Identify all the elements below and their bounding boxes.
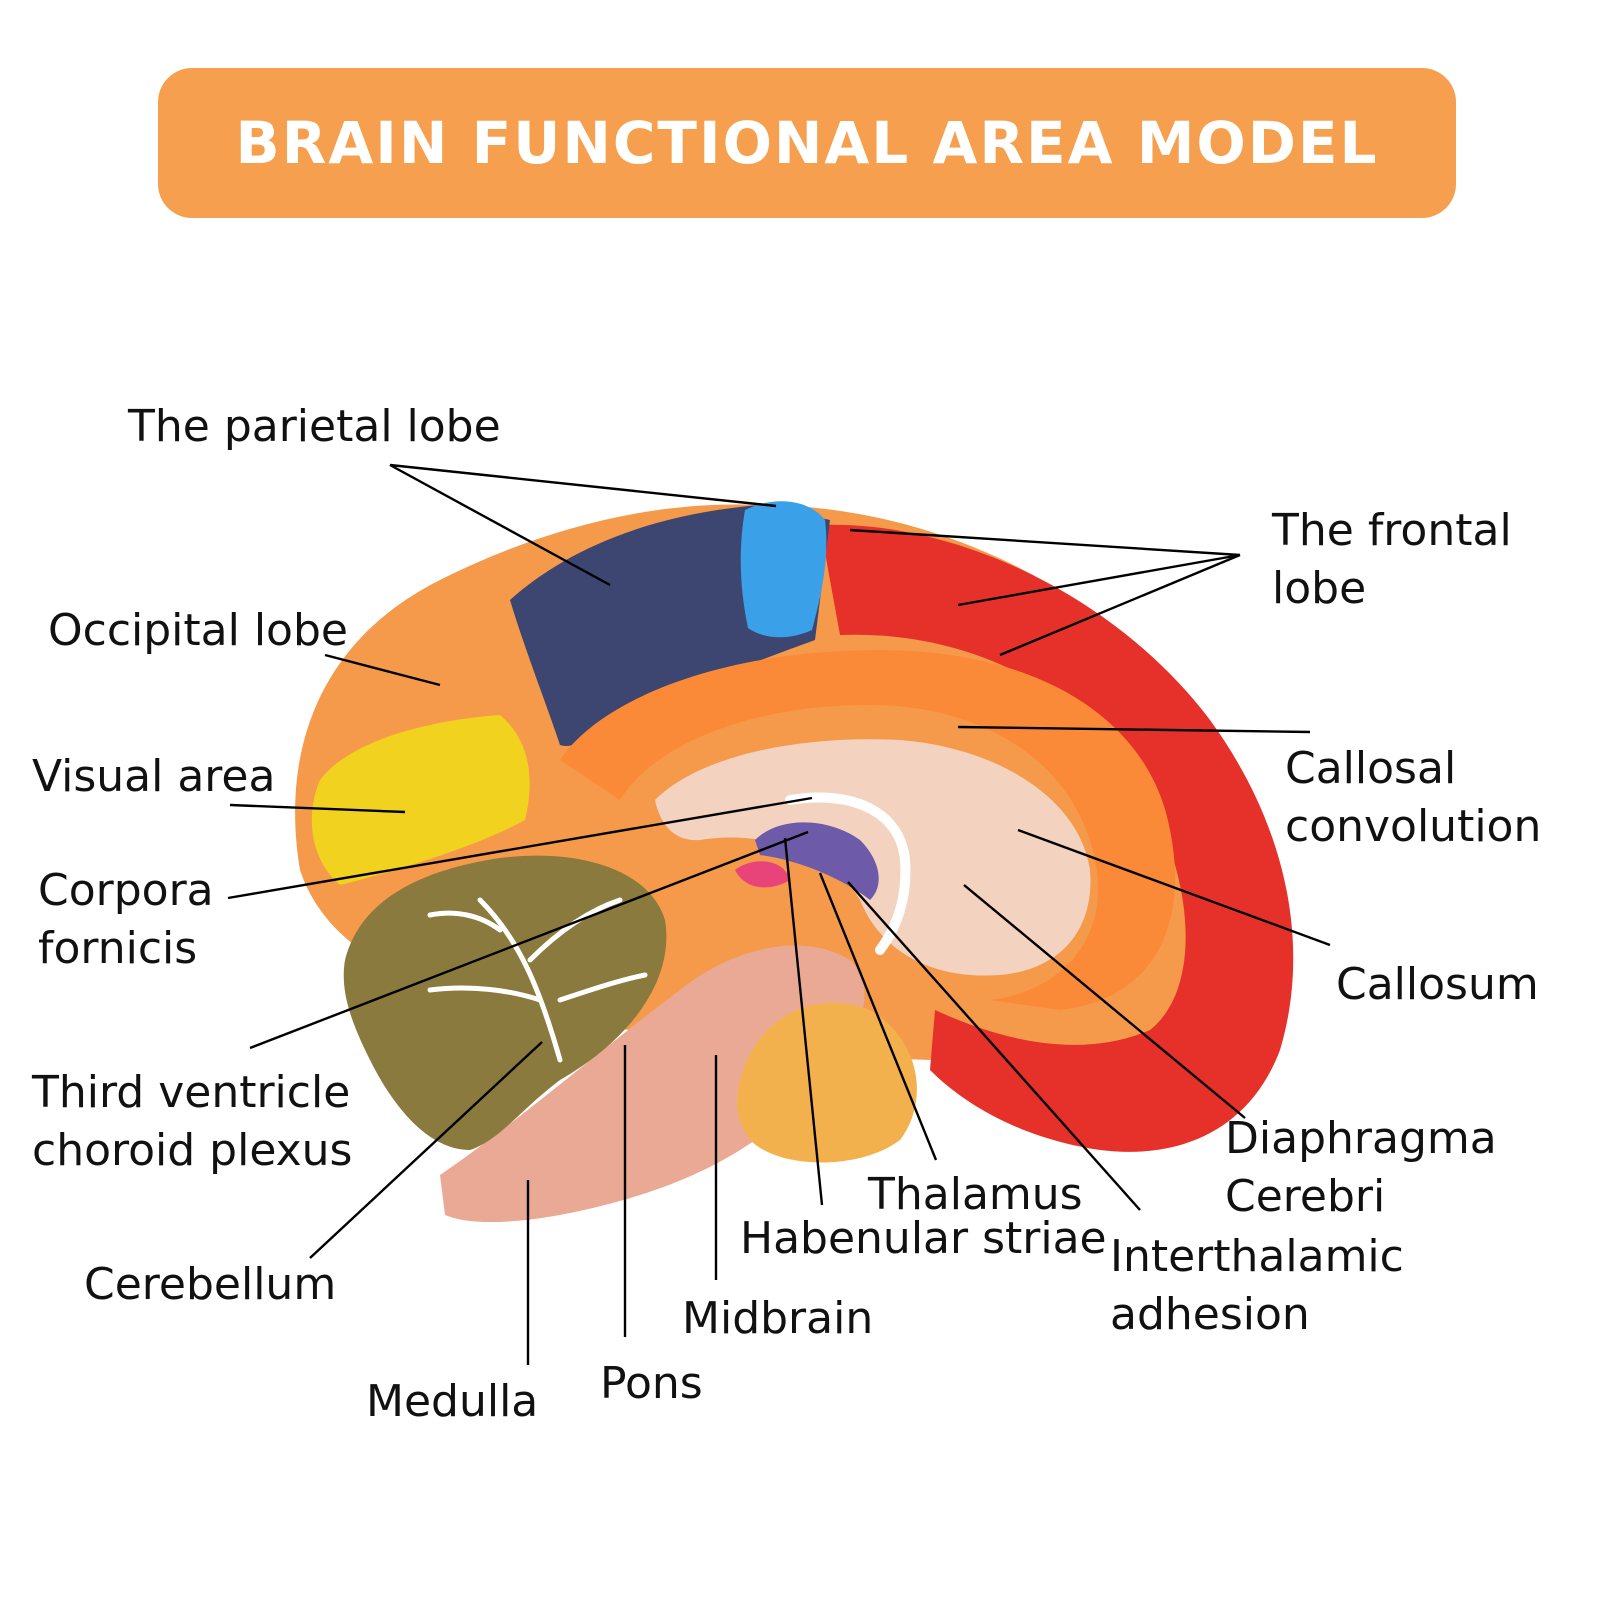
choroid-detail	[735, 861, 790, 888]
label-midbrain: Midbrain	[682, 1293, 874, 1344]
title-banner: BRAIN FUNCTIONAL AREA MODEL	[158, 68, 1456, 218]
label-visual-area: Visual area	[32, 751, 276, 802]
cerebellum-region	[343, 855, 667, 1150]
label-diaphragma-cerebri-line1: Diaphragma	[1225, 1113, 1497, 1164]
callosal-convolution-region	[560, 650, 1176, 1010]
fornix-detail	[785, 792, 911, 955]
frontal-lobe-region	[820, 524, 1294, 1152]
page-title: BRAIN FUNCTIONAL AREA MODEL	[235, 109, 1379, 177]
label-frontal-lobe-line2: lobe	[1272, 563, 1367, 614]
label-pons: Pons	[600, 1358, 703, 1409]
label-medulla: Medulla	[366, 1376, 539, 1427]
label-corpora-fornicis-line2: fornicis	[38, 923, 198, 974]
brainstem-region	[440, 945, 865, 1223]
arbor-vitae	[427, 897, 648, 1063]
label-parietal-lobe: The parietal lobe	[128, 401, 501, 452]
label-occipital-lobe: Occipital lobe	[48, 605, 348, 656]
label-interthalamic-adhesion-line1: Interthalamic	[1110, 1231, 1404, 1282]
label-corpora-fornicis-line1: Corpora	[38, 865, 214, 916]
label-callosum: Callosum	[1336, 959, 1539, 1010]
label-habenular-striae: Habenular striae	[740, 1213, 1107, 1264]
label-interthalamic-adhesion-line2: adhesion	[1110, 1289, 1310, 1340]
label-third-ventricle-line1: Third ventricle	[32, 1067, 351, 1118]
label-callosal-convolution-line1: Callosal	[1285, 743, 1457, 794]
label-cerebellum: Cerebellum	[84, 1259, 337, 1310]
label-thalamus: Thalamus	[868, 1169, 1083, 1220]
parietal-accent-region	[740, 501, 827, 638]
visual-area-region	[311, 715, 530, 885]
label-callosal-convolution-line2: convolution	[1285, 801, 1542, 852]
leader-lines	[227, 463, 1331, 1365]
label-third-ventricle-line2: choroid plexus	[32, 1125, 353, 1176]
label-frontal-lobe-line1: The frontal	[1272, 505, 1512, 556]
label-diaphragma-cerebri-line2: Cerebri	[1225, 1171, 1386, 1222]
midbrain-region	[737, 1002, 917, 1163]
